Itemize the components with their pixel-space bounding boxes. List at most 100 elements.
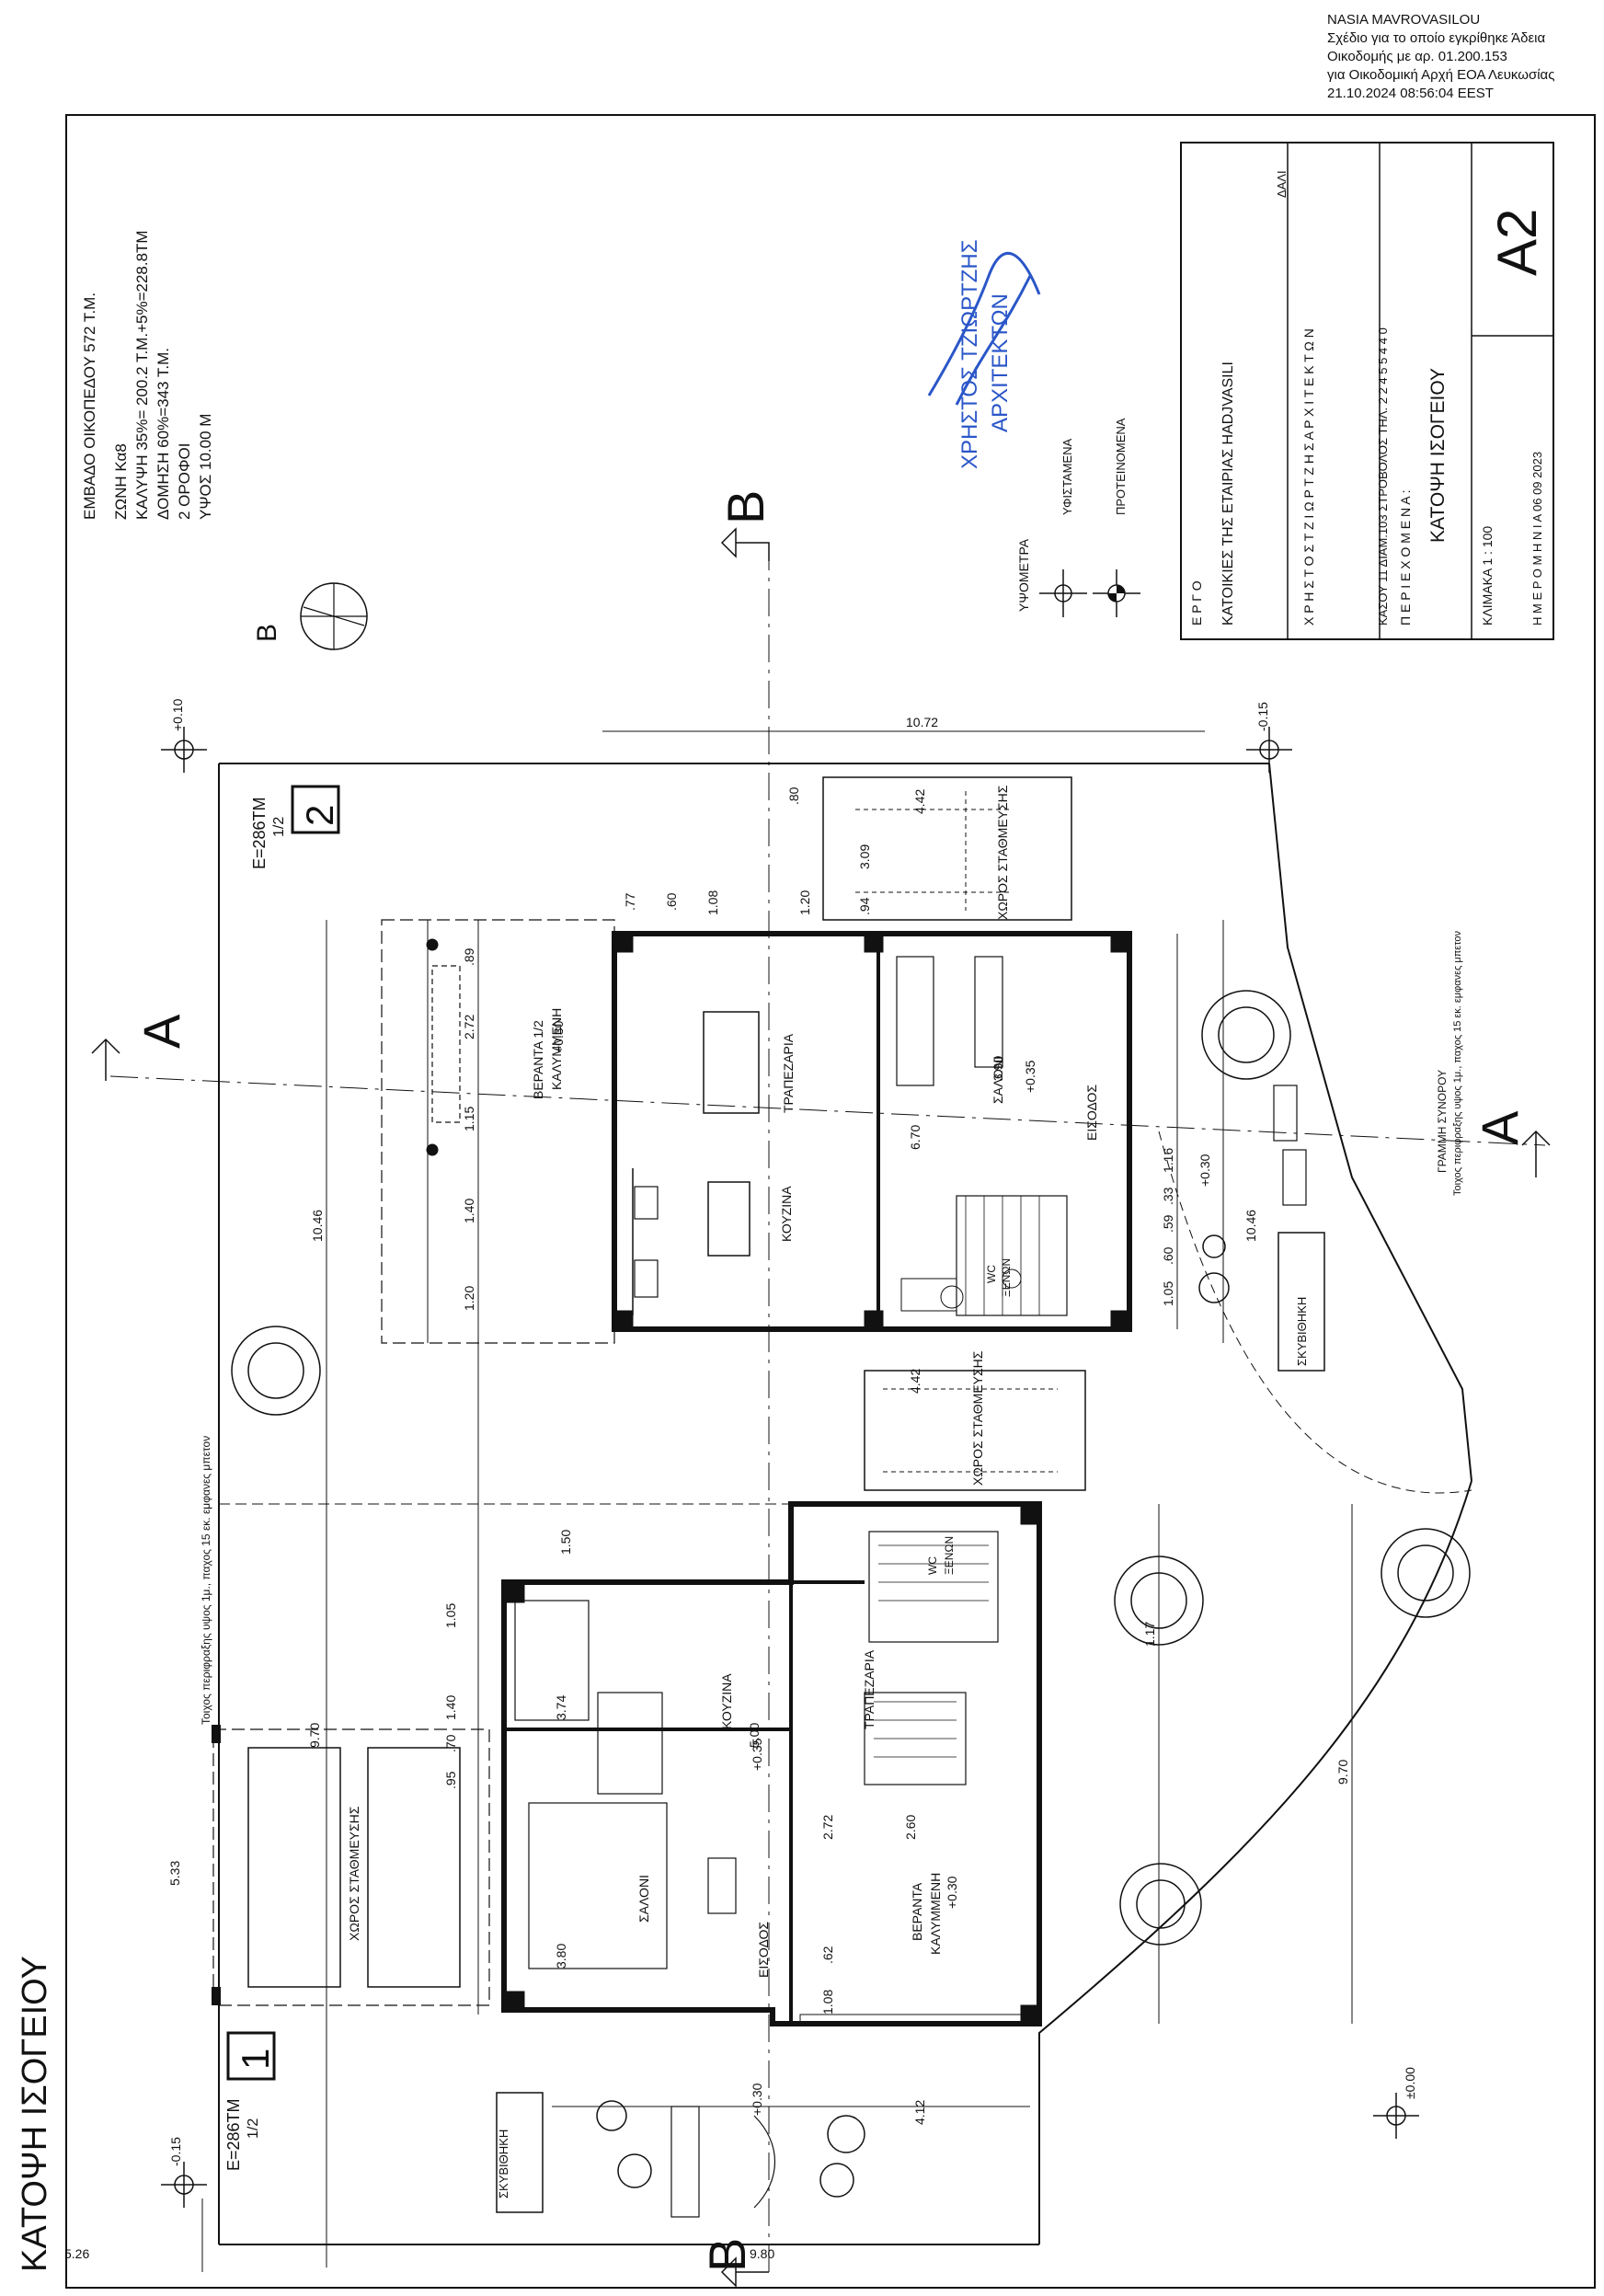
- architect-name: Χ Ρ Η Σ Τ Ο Σ Τ Ζ Ι Ω Ρ Τ Ζ Η Σ Α Ρ Χ Ι …: [1301, 328, 1316, 626]
- dim-label: .89: [462, 947, 476, 966]
- architect-seal: ΧΡΗΣΤΟΣ ΤΖΙΩΡΤΖΗΣ ΑΡΧΙΤΕΚΤΩΝ: [927, 239, 1041, 469]
- site-info-line-5: 2 ΟΡΟΦΟΙ: [176, 443, 193, 520]
- unit-2-living: ΣΑΛΟΝΙ: [991, 1056, 1005, 1104]
- unit-2-parking-mid: ΧΩΡΟΣ ΣΤΑΘΜΕΥΣΗΣ: [970, 1350, 985, 1486]
- boundary-line-label: ΓΡΑΜΜΗ ΣΥΝΟΡΟΥ: [1436, 1070, 1449, 1173]
- dim-label: 1.20: [797, 890, 812, 915]
- dim-label: 1.15: [462, 1107, 476, 1131]
- dim-label: 3.74: [554, 1695, 568, 1720]
- dim-label: 2.72: [820, 1815, 835, 1840]
- unit-1-plan: [212, 1501, 1042, 2218]
- project-location: ΔΑΛΙ: [1275, 170, 1289, 198]
- unit-1-veranda-covered: ΚΑΛΥΜΜΕΝΗ: [928, 1873, 943, 1955]
- north-label: Β: [252, 624, 282, 642]
- dimension-labels: 10.72 10.46 9.70 9.70 5.33 5.26 9.80 10.…: [64, 715, 1350, 2261]
- dim-label: 4.42: [912, 789, 927, 814]
- unit-1-share: 1/2: [246, 2118, 261, 2139]
- dimension-lines: [201, 730, 1353, 2272]
- unit-1-parking: ΧΩΡΟΣ ΣΤΑΘΜΕΥΣΗΣ: [347, 1806, 361, 1941]
- unit-2-number: 2: [298, 805, 341, 826]
- site-level-3: -0.15: [168, 2137, 183, 2166]
- section-markers: [91, 527, 1551, 2288]
- unit-2-guest: ΞΕΝΩΝ: [1000, 1258, 1013, 1297]
- unit-1-entrance: ΕΙΣΟΔΟΣ: [756, 1922, 771, 1978]
- dim-label: 3.90: [991, 1056, 1005, 1081]
- dim-label: 1.17: [1142, 1622, 1157, 1647]
- section-b-label-bottom: Β: [698, 2238, 756, 2272]
- dim-label: 2.60: [903, 1815, 918, 1840]
- unit-1-level-kitchen: +0.35: [750, 1738, 764, 1771]
- unit-1-guest: ΞΕΝΩΝ: [943, 1536, 956, 1575]
- unit-2-bins: ΣΚΥΒΙΘΗΚΗ: [1295, 1297, 1309, 1366]
- architect-address: ΚΑΣΟΥ 11 ΔΙΑΜ.103 ΣΤΡΟΒΟΛΟΣ ΤΗΛ. 2 2 4 5…: [1376, 327, 1390, 626]
- contents-label: Π Ε Ρ Ι Ε Χ Ο Μ Ε Ν Α :: [1398, 489, 1413, 626]
- dim-label: 4.42: [908, 1369, 922, 1394]
- site-info-line-1: ΕΜΒΑΔΟ ΟΙΚΟΠΕΔΟΥ 572 Τ.Μ.: [81, 293, 98, 520]
- dim-label: .60: [664, 892, 679, 911]
- drawing-contents: ΚΑΤΟΨΗ ΙΣΟΓΕΙΟΥ: [1427, 368, 1449, 543]
- site-info: ΕΜΒΑΔΟ ΟΙΚΟΠΕΔΟΥ 572 Τ.Μ. ΖΩΝΗ Κα8 ΚΑΛΥΨ…: [81, 230, 368, 650]
- dim-label: 4.12: [912, 2100, 927, 2125]
- boundary-line-note: Τοιχος περιφραξης υψος 1μ., παχος 15 εκ.…: [1452, 930, 1463, 1196]
- unit-1-number: 1: [234, 2049, 277, 2070]
- unit-1-kitchen: ΚΟΥΖΙΝΑ: [719, 1673, 734, 1729]
- site-info-line-6: ΥΨΟΣ 10.00 Μ: [197, 414, 214, 520]
- drawing-frame: [65, 114, 1596, 2289]
- dim-label: 2.72: [462, 1015, 476, 1039]
- dim-label: 1.05: [1161, 1281, 1175, 1306]
- approval-stamp: NASIA MAVROVASILOU Σχέδιο για το οποίο ε…: [1327, 11, 1594, 103]
- unit-2-level-veranda: +0.30: [551, 1020, 566, 1053]
- stamp-line-5: 21.10.2024 08:56:04 EEST: [1327, 86, 1494, 101]
- dim-label: 10.46: [310, 1210, 325, 1242]
- drawing-date: Η Μ Ε Ρ Ο Μ Η Ν Ι Α 06 09 2023: [1530, 452, 1544, 626]
- unit-2-parking-top: ΧΩΡΟΣ ΣΤΑΘΜΕΥΣΗΣ: [995, 785, 1010, 920]
- dim-label: 1.05: [443, 1603, 458, 1628]
- dim-label: 1.08: [820, 1990, 835, 2015]
- dim-label: 1.40: [462, 1199, 476, 1223]
- dim-label: 5.26: [64, 2246, 89, 2261]
- dim-label: .60: [1161, 1246, 1175, 1265]
- unit-2-veranda-covered: ΚΑΛΥΜΜΕΝΗ: [549, 1008, 564, 1090]
- dim-label: 5.33: [167, 1861, 182, 1886]
- stamp-line-1: NASIA MAVROVASILOU: [1327, 12, 1481, 28]
- unit-2-entrance: ΕΙΣΟΔΟΣ: [1084, 1085, 1099, 1141]
- drawing-title: ΚΑΤΟΨΗ ΙΣΟΓΕΙΟΥ: [16, 1956, 54, 2272]
- site-info-line-3: ΚΑΛΥΨΗ 35%= 200.2 Τ.Μ.+5%=228.8ΤΜ: [133, 230, 151, 520]
- seal-text: ΧΡΗΣΤΟΣ ΤΖΙΩΡΤΖΗΣ: [957, 239, 982, 469]
- dim-label: 1.16: [1161, 1148, 1175, 1173]
- unit-2-labels: 2 E=286TM 1/2 ΒΕΡΑΝΤΑ 1/2 ΚΑΛΥΜΜΕΝΗ ΤΡΑΠ…: [250, 785, 1309, 1486]
- dim-label: .70: [443, 1734, 458, 1752]
- unit-2-plan: [381, 776, 1325, 1491]
- dim-label: 3.80: [554, 1944, 568, 1969]
- dim-label: .62: [820, 1946, 835, 1964]
- dim-label: 6.70: [908, 1125, 922, 1150]
- unit-1-wc: WC: [926, 1556, 939, 1575]
- sheet-number: Α2: [1486, 209, 1548, 276]
- dim-label: .77: [623, 892, 637, 911]
- site-level-markers: [161, 727, 1419, 2208]
- dim-label: 10.72: [906, 715, 938, 729]
- site-level-1: +0.10: [170, 698, 185, 731]
- dim-label: 1.20: [462, 1286, 476, 1311]
- dim-label: 3.09: [857, 844, 872, 869]
- unit-1-level-veranda: +0.30: [945, 1876, 959, 1909]
- dim-label: 9.80: [750, 2246, 774, 2261]
- legend-title: ΥΨΟΜΕΤΡΑ: [1016, 538, 1031, 612]
- project-name: ΚΑΤΟΙΚΙΕΣ ΤΗΣ ΕΤΑΙΡΙΑΣ HADJVASILI: [1220, 362, 1236, 626]
- dim-label: 9.70: [307, 1723, 322, 1748]
- unit-1-labels: 1 E=286TM 1/2 ΧΩΡΟΣ ΣΤΑΘΜΕΥΣΗΣ ΣΑΛΟΝΙ ΕΙ…: [224, 1536, 959, 2198]
- unit-1-level-entry: +0.30: [750, 2083, 764, 2116]
- site-info-line-2: ΖΩΝΗ Κα8: [112, 443, 130, 520]
- dim-label: 1.40: [443, 1695, 458, 1720]
- dim-label: .59: [1161, 1214, 1175, 1233]
- unit-1-dining: ΤΡΑΠΕΖΑΡΙΑ: [862, 1649, 876, 1729]
- dim-label: 9.70: [1335, 1760, 1350, 1785]
- unit-1-bins: ΣΚΥΒΙΘΗΚΗ: [497, 2130, 510, 2198]
- site-info-line-4: ΔΟΜΗΣΗ 60%=343 Τ.Μ.: [155, 348, 172, 520]
- dim-label: 5.00: [747, 1723, 762, 1748]
- dim-label: .80: [786, 786, 801, 805]
- unit-2-area: E=286TM: [250, 797, 269, 869]
- unit-2-wc: WC: [985, 1265, 998, 1283]
- legend-proposed: ΠΡΟΤΕΙΝΟΜΕΝΑ: [1114, 418, 1128, 515]
- dim-label: .94: [857, 897, 872, 915]
